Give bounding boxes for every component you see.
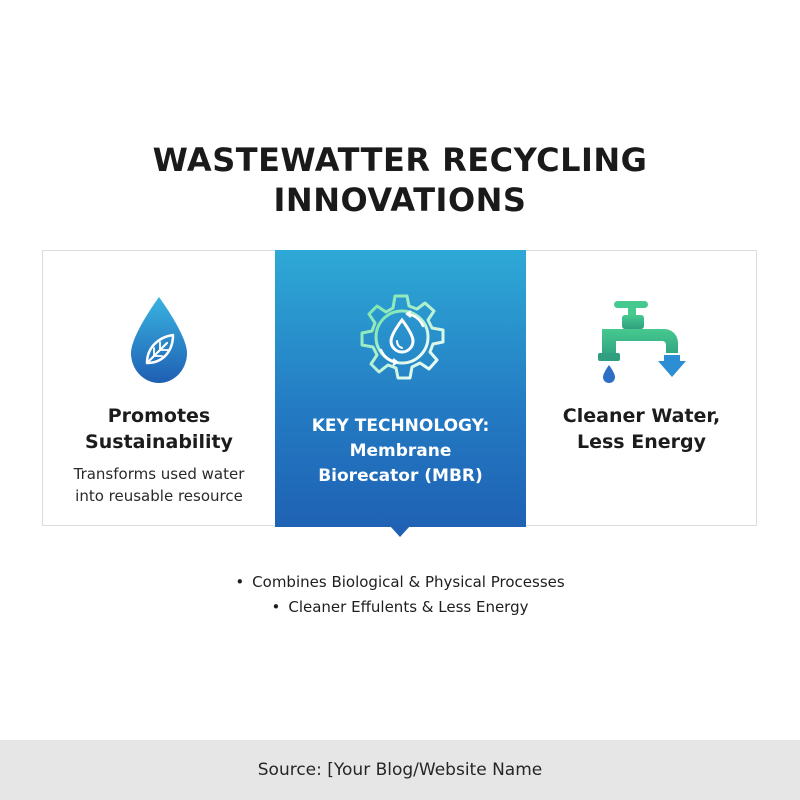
source-footer: Source: [Your Blog/Website Name bbox=[0, 740, 800, 800]
bullet-item: Combines Biological & Physical Processes bbox=[0, 570, 800, 595]
card-key-technology-heading-line-2: Membrane bbox=[349, 441, 452, 461]
card-sustainability-heading-line-2: Sustainability bbox=[85, 431, 233, 453]
card-sustainability-description-line-1: Transforms used water bbox=[73, 465, 245, 483]
page-title-line-2: INNOVATIONS bbox=[273, 181, 527, 219]
card-cleaner-water-heading-line-1: Cleaner Water, bbox=[562, 405, 721, 427]
page-title-line-1: WASTEWATTER RECYCLING bbox=[152, 141, 648, 179]
card-sustainability: Promotes Sustainability Transforms used … bbox=[43, 251, 275, 525]
card-sustainability-description: Transforms used water into reusable reso… bbox=[43, 463, 275, 507]
card-sustainability-description-line-2: into reusable resource bbox=[75, 487, 243, 505]
feature-panel-row: Promotes Sustainability Transforms used … bbox=[42, 250, 757, 527]
card-key-technology-heading-line-1: KEY TECHNOLOGY: bbox=[311, 416, 490, 436]
bullet-list: Combines Biological & Physical Processes… bbox=[0, 570, 800, 620]
card-sustainability-heading-line-1: Promotes bbox=[107, 405, 211, 427]
card-key-technology-heading: KEY TECHNOLOGY: Membrane Biorecator (MBR… bbox=[275, 414, 526, 489]
card-key-technology-heading-line-3: Biorecator (MBR) bbox=[318, 466, 483, 486]
card-cleaner-water: Cleaner Water, Less Energy bbox=[526, 251, 757, 525]
gear-water-drop-cycle-icon bbox=[360, 294, 444, 380]
card-key-technology: KEY TECHNOLOGY: Membrane Biorecator (MBR… bbox=[275, 250, 526, 527]
water-faucet-icon bbox=[597, 301, 686, 383]
page-title: WASTEWATTER RECYCLING INNOVATIONS bbox=[0, 140, 800, 220]
bullet-item: Cleaner Effulents & Less Energy bbox=[0, 595, 800, 620]
pointer-arrow-icon bbox=[390, 526, 410, 537]
card-sustainability-heading: Promotes Sustainability bbox=[43, 403, 275, 455]
water-drop-leaf-icon bbox=[131, 297, 187, 383]
card-cleaner-water-heading-line-2: Less Energy bbox=[577, 431, 706, 453]
card-cleaner-water-heading: Cleaner Water, Less Energy bbox=[526, 403, 757, 455]
source-text: Source: [Your Blog/Website Name bbox=[257, 760, 543, 780]
